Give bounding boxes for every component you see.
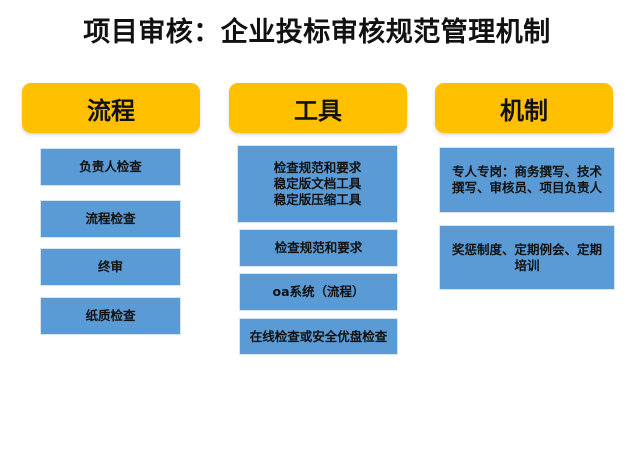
process-item: 终审 [40, 248, 181, 286]
tools-item: 检查规范和要求 [239, 229, 398, 267]
mechanism-item: 奖惩制度、定期例会、定期培训 [439, 225, 615, 290]
tools-item: oa系统（流程） [239, 273, 398, 311]
process-item: 流程检查 [40, 200, 181, 238]
mechanism-item: 专人专岗：商务撰写、技术撰写、审核员、项目负责人 [439, 147, 615, 213]
header-tools: 工具 [229, 83, 407, 133]
header-process: 流程 [22, 83, 200, 133]
tools-item: 在线检查或安全优盘检查 [239, 318, 398, 355]
page-title: 项目审核：企业投标审核规范管理机制 [83, 17, 551, 48]
process-item: 负责人检查 [40, 148, 181, 186]
process-item: 纸质检查 [40, 297, 181, 335]
header-mechanism: 机制 [435, 83, 613, 133]
tools-item: 检查规范和要求 稳定版文档工具 稳定版压缩工具 [237, 145, 398, 223]
